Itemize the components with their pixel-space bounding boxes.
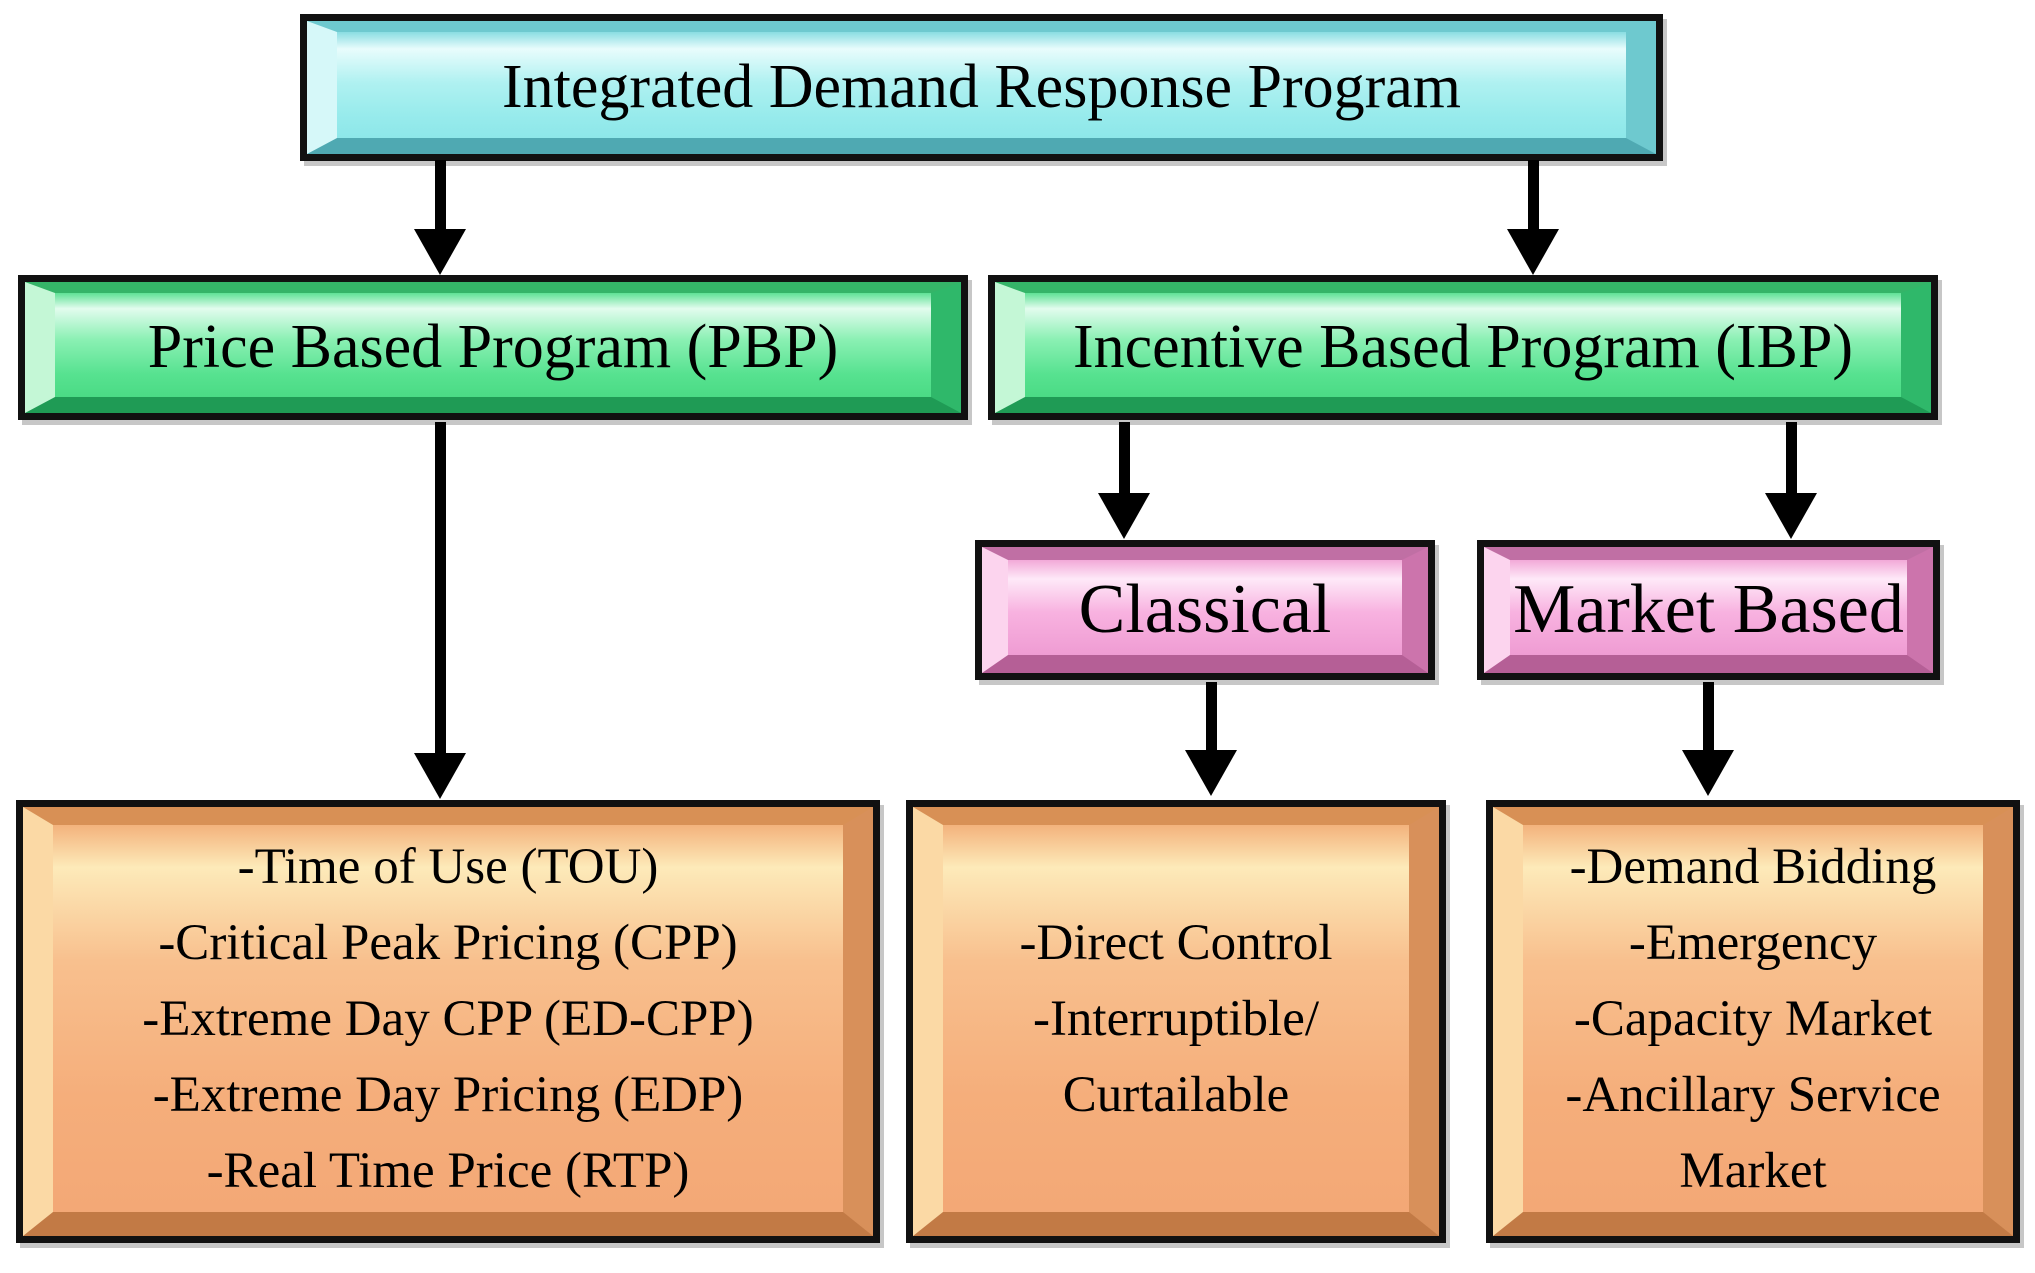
node-classical: Classical — [975, 540, 1435, 680]
node-face: Market Based — [1510, 560, 1907, 655]
leaf-line: -Emergency — [1628, 914, 1878, 971]
leaf-line: -Capacity Market — [1573, 990, 1933, 1047]
node-classical-programs-list: -Direct Control -Interruptible/ Curtaila… — [906, 800, 1446, 1243]
node-face: -Time of Use (TOU) -Critical Peak Pricin… — [53, 825, 843, 1212]
arrow-down-icon — [414, 229, 466, 275]
leaf-line: -Critical Peak Pricing (CPP) — [158, 914, 738, 971]
node-label-market: Market Based — [1513, 570, 1904, 648]
node-integrated-demand-response: Integrated Demand Response Program — [300, 14, 1663, 161]
node-market-programs-list: -Demand Bidding -Emergency -Capacity Mar… — [1486, 800, 2020, 1243]
arrow-down-icon — [1682, 750, 1734, 796]
node-face: Classical — [1008, 560, 1402, 655]
node-face: Price Based Program (PBP) — [55, 293, 931, 397]
leaf-line: -Demand Bidding — [1569, 838, 1937, 895]
arrow-stem — [435, 422, 446, 755]
node-label-ibp: Incentive Based Program (IBP) — [1073, 313, 1853, 381]
leaf-line: -Real Time Price (RTP) — [206, 1142, 690, 1199]
leaf-line: -Ancillary Service — [1565, 1066, 1941, 1123]
node-face: Integrated Demand Response Program — [337, 32, 1626, 138]
arrow-down-icon — [1507, 229, 1559, 275]
leaf-line: -Extreme Day Pricing (EDP) — [152, 1066, 744, 1123]
node-bevel: -Direct Control -Interruptible/ Curtaila… — [913, 807, 1439, 1236]
node-face: Incentive Based Program (IBP) — [1025, 293, 1901, 397]
node-bevel: -Demand Bidding -Emergency -Capacity Mar… — [1493, 807, 2013, 1236]
arrow-down-icon — [414, 753, 466, 799]
arrow-stem — [1786, 422, 1797, 495]
leaf-line: Market — [1679, 1142, 1827, 1199]
leaf-line: -Time of Use (TOU) — [237, 838, 659, 895]
node-bevel: Classical — [982, 547, 1428, 673]
arrow-down-icon — [1185, 750, 1237, 796]
leaf-line: -Direct Control — [1019, 914, 1333, 971]
node-face: -Direct Control -Interruptible/ Curtaila… — [943, 825, 1409, 1212]
node-bevel: Incentive Based Program (IBP) — [995, 282, 1931, 413]
node-label-pbp: Price Based Program (PBP) — [147, 313, 839, 381]
arrow-stem — [1119, 422, 1130, 495]
node-label-root: Integrated Demand Response Program — [501, 53, 1461, 121]
node-face: -Demand Bidding -Emergency -Capacity Mar… — [1523, 825, 1983, 1212]
node-label-classical: Classical — [1078, 570, 1332, 648]
node-bevel: Market Based — [1484, 547, 1933, 673]
arrow-stem — [435, 160, 446, 230]
node-price-based-program: Price Based Program (PBP) — [18, 275, 968, 420]
arrow-stem — [1703, 682, 1714, 752]
node-bevel: Integrated Demand Response Program — [307, 21, 1656, 154]
arrow-down-icon — [1765, 493, 1817, 539]
node-bevel: Price Based Program (PBP) — [25, 282, 961, 413]
node-pbp-programs-list: -Time of Use (TOU) -Critical Peak Pricin… — [16, 800, 880, 1243]
node-market-based: Market Based — [1477, 540, 1940, 680]
node-bevel: -Time of Use (TOU) -Critical Peak Pricin… — [23, 807, 873, 1236]
arrow-stem — [1206, 682, 1217, 752]
arrow-stem — [1528, 160, 1539, 230]
leaf-line: Curtailable — [1062, 1066, 1290, 1123]
node-incentive-based-program: Incentive Based Program (IBP) — [988, 275, 1938, 420]
leaf-line: -Interruptible/ — [1032, 990, 1320, 1047]
arrow-down-icon — [1098, 493, 1150, 539]
leaf-line: -Extreme Day CPP (ED-CPP) — [142, 990, 754, 1047]
